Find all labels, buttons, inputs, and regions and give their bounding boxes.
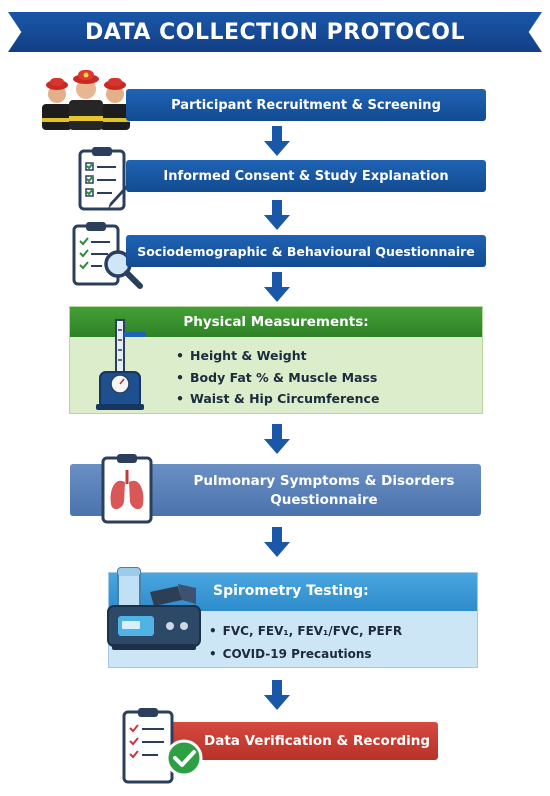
arrow-down-icon: [264, 680, 290, 710]
arrow-down-icon: [264, 527, 290, 557]
arrow-down-icon: [264, 126, 290, 156]
spirometer-icon: [104, 566, 208, 652]
step-recruitment: Participant Recruitment & Screening: [126, 89, 486, 121]
physical-item: Body Fat % & Muscle Mass: [176, 367, 379, 389]
physical-measurements-header: Physical Measurements:: [70, 307, 482, 337]
step-consent-label: Informed Consent & Study Explanation: [163, 168, 449, 184]
spirometry-list: FVC, FEV₁, FEV₁/FVC, PEFR COVID-19 Preca…: [209, 619, 402, 665]
physical-measurements-title: Physical Measurements:: [183, 314, 369, 330]
step-pulmonary-line1: Pulmonary Symptoms & Disorders: [193, 473, 455, 489]
spirometry-item: FVC, FEV₁, FEV₁/FVC, PEFR: [209, 619, 402, 642]
arrow-down-icon: [264, 272, 290, 302]
step-recruitment-label: Participant Recruitment & Screening: [171, 97, 441, 113]
physical-item: Height & Weight: [176, 345, 379, 367]
page-title: DATA COLLECTION PROTOCOL: [85, 19, 465, 45]
title-banner: DATA COLLECTION PROTOCOL: [8, 12, 542, 52]
clipboard-checkmark-icon: [118, 706, 204, 788]
arrow-down-icon: [264, 200, 290, 230]
step-verification-label: Data Verification & Recording: [204, 733, 431, 749]
step-questionnaire: Sociodemographic & Behavioural Questionn…: [126, 235, 486, 267]
clipboard-magnifier-icon: [70, 220, 146, 292]
spirometry-title: Spirometry Testing:: [213, 583, 369, 599]
step-pulmonary-label: Pulmonary Symptoms & Disorders Questionn…: [174, 472, 474, 510]
spirometry-item: COVID-19 Precautions: [209, 642, 402, 665]
clipboard-checklist-icon: [76, 145, 138, 213]
height-scale-icon: [92, 318, 154, 412]
physical-measurements-list: Height & Weight Body Fat % & Muscle Mass…: [176, 345, 379, 410]
step-consent: Informed Consent & Study Explanation: [126, 160, 486, 192]
arrow-down-icon: [264, 424, 290, 454]
physical-item: Waist & Hip Circumference: [176, 388, 379, 410]
lungs-clipboard-icon: [100, 452, 156, 526]
step-pulmonary-line2: Questionnaire: [270, 492, 378, 508]
step-questionnaire-label: Sociodemographic & Behavioural Questionn…: [137, 243, 475, 259]
firefighters-icon: [40, 68, 132, 130]
